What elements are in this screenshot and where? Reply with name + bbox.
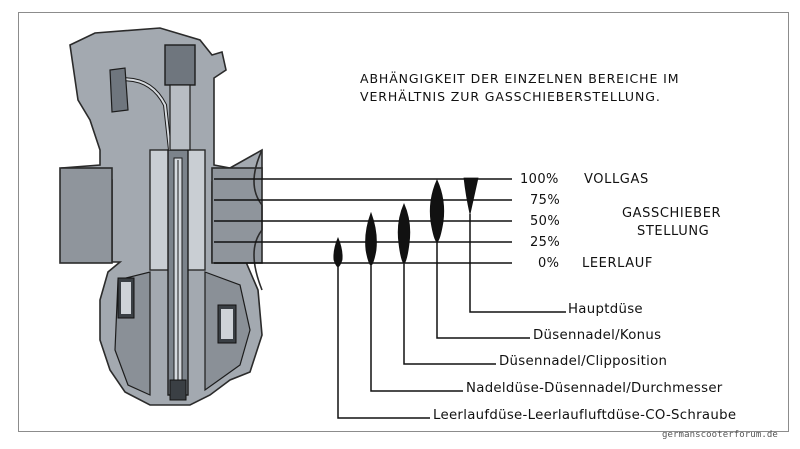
leader-clipposition (403, 264, 496, 365)
level-0-percent: 0% (538, 256, 560, 271)
title-line-1: ABHÄNGIGKEIT DER EINZELNEN BEREICHE IM (360, 71, 680, 86)
marker-hauptduese (463, 177, 479, 215)
marker-clipposition (397, 203, 411, 265)
level-25-percent: 25% (530, 235, 561, 250)
label-leerlauf: Leerlaufdüse-Leerlaufluftdüse-CO-Schraub… (433, 408, 737, 423)
level-100-percent: 100% (520, 172, 559, 187)
influence-markers (333, 177, 566, 419)
carburetor-illustration (59, 27, 263, 406)
stellung-label: STELLUNG (637, 224, 710, 239)
title-line-2: VERHÄLTNIS ZUR GASSCHIEBERSTELLUNG. (360, 89, 661, 104)
label-konus: Düsennadel/Konus (533, 328, 662, 343)
diagram-title: ABHÄNGIGKEIT DER EINZELNEN BEREICHE IM V… (360, 70, 679, 106)
gasschieber-label: GASSCHIEBER (622, 206, 722, 221)
level-75-percent: 75% (530, 193, 561, 208)
label-clipposition: Düsennadel/Clipposition (499, 354, 668, 369)
level-0-caption: LEERLAUF (582, 256, 653, 271)
watermark: germanscooterforum.de (662, 430, 778, 440)
leader-konus (436, 242, 530, 339)
level-100-caption: VOLLGAS (584, 172, 649, 187)
level-50-percent: 50% (530, 214, 561, 229)
label-durchmesser: Nadeldüse-Düsennadel/Durchmesser (466, 381, 723, 396)
leader-leerlauf (337, 267, 430, 419)
label-hauptduese: Hauptdüse (568, 302, 643, 317)
marker-konus (429, 179, 445, 243)
leader-hauptduese (469, 214, 566, 313)
level-lines (214, 178, 512, 264)
leader-durchmesser (370, 266, 463, 392)
